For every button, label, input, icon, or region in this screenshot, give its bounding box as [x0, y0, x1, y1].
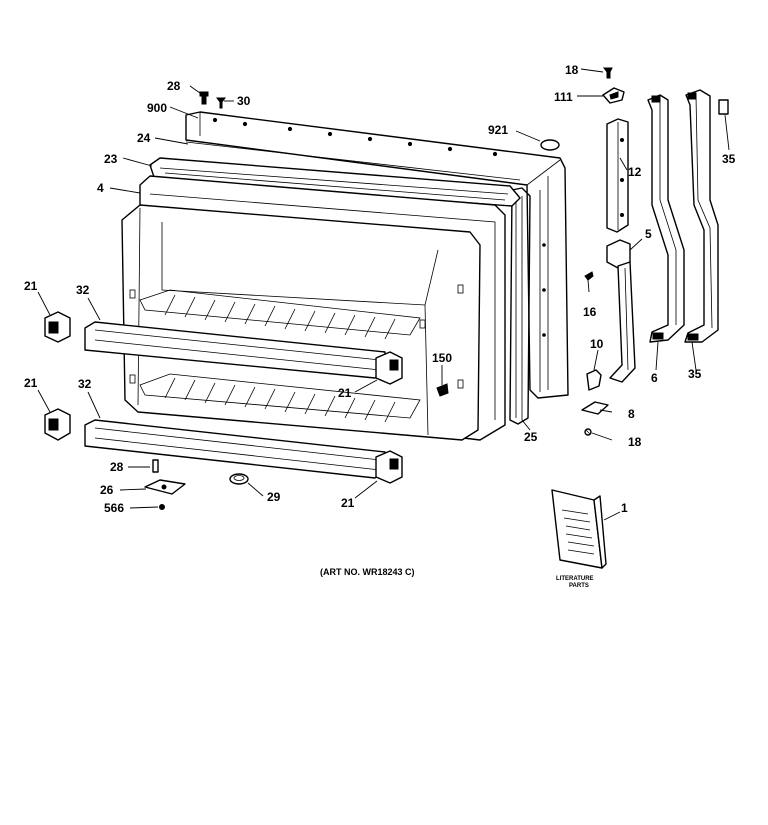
callout-18-bottom: 18	[628, 435, 642, 449]
callout-5: 5	[645, 227, 652, 241]
screw-18-top	[603, 67, 613, 79]
callout-32-upper: 32	[76, 283, 90, 297]
callout-25: 25	[524, 430, 538, 444]
callout-8: 8	[628, 407, 635, 421]
callout-921: 921	[488, 123, 508, 137]
callout-30: 30	[237, 94, 251, 108]
callout-10: 10	[590, 337, 604, 351]
art-number-caption: (ART NO. WR18243 C)	[320, 567, 415, 577]
outer-door-panel	[185, 111, 569, 399]
callout-35-bottom: 35	[688, 367, 702, 381]
shelf-end-cap-left-lower	[44, 408, 71, 441]
literature-label-line2: PARTS	[569, 583, 589, 589]
callout-28-bottom: 28	[110, 460, 124, 474]
callout-566: 566	[104, 501, 124, 515]
callout-21-lower-left: 21	[24, 376, 38, 390]
literature-label-line1: LITERATURE	[556, 576, 594, 582]
callout-23: 23	[104, 152, 118, 166]
callout-18-top: 18	[565, 63, 579, 77]
callout-4: 4	[97, 181, 104, 195]
callout-28-top: 28	[167, 79, 181, 93]
callout-150: 150	[432, 351, 452, 365]
stud-28-bottom	[152, 459, 159, 473]
callout-26: 26	[100, 483, 114, 497]
callout-21-upper-left: 21	[24, 279, 38, 293]
screw-18-bottom	[584, 428, 592, 436]
shelf-end-cap-right-upper	[375, 351, 403, 385]
hinge-plate-26	[144, 479, 186, 495]
callout-21-upper-right: 21	[338, 386, 352, 400]
screw-16	[584, 271, 594, 281]
shelf-end-cap-right-lower	[375, 450, 403, 484]
door-stop-bracket-12	[606, 118, 629, 233]
door-liner-inner	[121, 204, 481, 441]
cam-29	[229, 473, 249, 485]
callout-6: 6	[651, 371, 658, 385]
literature-booklet	[551, 489, 607, 569]
screw-28-top	[199, 91, 209, 105]
shelf-end-cap-left-upper	[44, 311, 71, 343]
callout-35-top: 35	[722, 152, 736, 166]
callout-32-lower: 32	[78, 377, 92, 391]
callout-12: 12	[628, 165, 642, 179]
bearing-10	[586, 369, 602, 391]
callout-labels: 28 30 900 24 23 4 921 18 111 12 5 16 10 …	[24, 63, 736, 589]
retainer-150	[436, 383, 449, 397]
callout-900: 900	[147, 101, 167, 115]
lower-shelf-grille	[139, 373, 421, 423]
hinge-bracket-5	[606, 239, 636, 383]
callout-1: 1	[621, 501, 628, 515]
callout-24: 24	[137, 131, 151, 145]
handle-trim-35	[684, 89, 719, 343]
hinge-pin-8	[581, 401, 609, 415]
hinge-cap-111	[602, 87, 625, 104]
door-handle-6	[647, 94, 685, 343]
screw-566	[159, 504, 165, 510]
screw-30	[216, 97, 226, 109]
door-gasket	[509, 187, 531, 425]
callout-29: 29	[267, 490, 281, 504]
plug-921	[540, 139, 560, 151]
callout-16: 16	[583, 305, 597, 319]
door-shelf-bar-lower	[84, 419, 386, 479]
upper-shelf-grille	[139, 289, 421, 340]
leader-lines	[37, 68, 730, 521]
trim-cap-35	[718, 99, 729, 115]
panel-screw-holes	[212, 117, 546, 337]
callout-111: 111	[554, 90, 573, 104]
callout-21-lower-right: 21	[341, 496, 355, 510]
